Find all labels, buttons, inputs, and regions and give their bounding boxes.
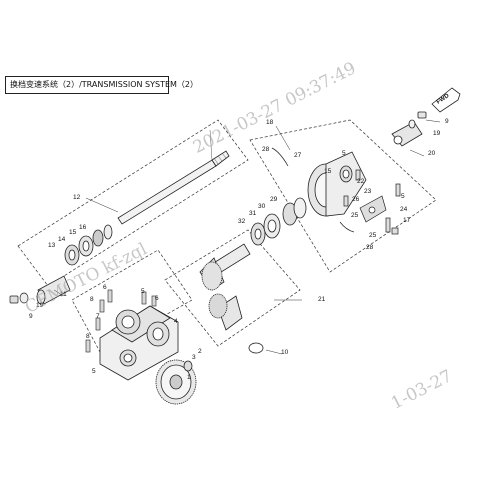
title-box: 换档变速系统（2）/TRANSMISSION SYSTEM（2） (5, 76, 198, 94)
outline-output-shaft-group (17, 119, 249, 287)
callout-28-a: 28 (262, 146, 270, 153)
circlip (248, 342, 264, 354)
callout-1: 1 (187, 374, 191, 381)
large-spur-gear (155, 359, 197, 405)
callout-15-b: 15 (324, 168, 332, 175)
outline-right-housing-group (249, 119, 437, 273)
callout-31: 31 (249, 210, 257, 217)
right-housing (307, 151, 367, 217)
callout-5-b: 5 (92, 368, 96, 375)
callout-30: 30 (258, 203, 266, 210)
callout-4: 4 (174, 318, 178, 325)
callout-19-a: 19 (36, 302, 44, 309)
callout-8-b: 8 (86, 333, 90, 340)
callout-25-b: 25 (369, 232, 377, 239)
page-title: 换档变速系统（2）/TRANSMISSION SYSTEM（2） (10, 80, 199, 89)
callout-29: 29 (270, 196, 278, 203)
shift-arm-parts (343, 169, 401, 235)
callout-7: 7 (96, 313, 100, 320)
callout-18: 18 (266, 119, 274, 126)
bevel-pinion-shaft (199, 243, 251, 331)
outline-bevel-gear-group (164, 229, 301, 347)
leader-lines (53, 119, 441, 355)
callout-20: 20 (428, 150, 436, 157)
callout-13: 13 (48, 242, 56, 249)
left-bearing-stack (64, 224, 113, 266)
callout-26: 26 (352, 196, 360, 203)
callout-10: 10 (281, 349, 289, 356)
callout-6-b: 6 (103, 284, 107, 291)
callout-14: 14 (58, 236, 66, 243)
gear-case (99, 305, 179, 381)
callout-22: 22 (357, 178, 365, 185)
callout-32: 32 (238, 218, 246, 225)
callout-27: 27 (294, 152, 302, 159)
fwd-arrow: FWD (431, 87, 461, 113)
callout-2: 2 (198, 348, 202, 355)
gear-case-bolts (85, 289, 157, 353)
callout-9-b: 9 (445, 118, 449, 125)
callout-23: 23 (364, 188, 372, 195)
left-bolt-washer (9, 292, 29, 304)
outline-gear-case-group (71, 249, 193, 353)
callout-8-a: 8 (90, 296, 94, 303)
right-bearing-stack (250, 197, 307, 246)
callout-12: 12 (73, 194, 81, 201)
callout-5-a: 5 (141, 288, 145, 295)
callout-16: 16 (79, 224, 87, 231)
callout-9-a: 9 (29, 313, 33, 320)
callout-21: 21 (318, 296, 326, 303)
upper-clip (271, 147, 355, 233)
callout-19-b: 19 (433, 130, 441, 137)
callout-24: 24 (400, 206, 408, 213)
callout-11: 11 (60, 291, 67, 298)
top-right-bracket (391, 111, 427, 147)
callout-15-a: 15 (69, 229, 77, 236)
callout-6-a: 6 (155, 295, 159, 302)
callout-3: 3 (192, 354, 196, 361)
output-shaft (117, 129, 230, 225)
callout-28-b: 28 (366, 244, 374, 251)
callout-17: 17 (403, 217, 411, 224)
callout-25-a: 25 (351, 212, 359, 219)
callout-5-c: 5 (342, 150, 346, 157)
group-outlines (17, 119, 437, 353)
callout-5-d: 5 (401, 193, 405, 200)
